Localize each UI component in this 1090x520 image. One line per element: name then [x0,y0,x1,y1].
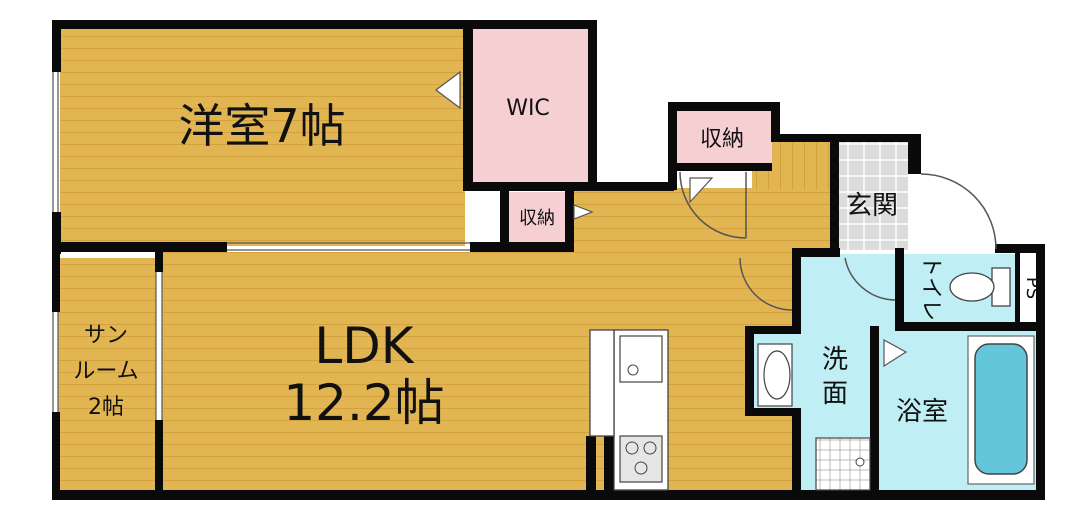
sunroom-label-line1: サン [84,323,128,348]
ldk-floor [162,252,792,490]
bedroom-storage-floor [508,192,566,242]
washroom-label-line2: 面 [822,379,848,409]
hall-storage-label: 収納 [700,127,744,152]
entrance-label: 玄関 [846,191,898,221]
hall-storage-floor [676,110,772,165]
wic-label: WIC [506,96,550,121]
sunroom-label-line2: ルーム [73,359,138,384]
sunroom-floor [58,258,156,490]
ldk-size-label: 12.2帖 [283,374,444,432]
ldk-label: LDK [314,317,414,375]
washbasin [757,343,793,407]
sunroom-label-line3: 2帖 [88,395,124,420]
wic-floor [472,28,588,183]
western-room-floor [60,28,465,246]
walls [52,20,1045,500]
doors [435,70,997,368]
bedroom-storage-label: 収納 [519,208,555,229]
bathroom-label: 浴室 [896,397,948,427]
bathtub [974,343,1028,475]
hall-floor [572,188,834,254]
entrance-floor [838,140,908,250]
windows [52,72,470,420]
toilet-fixture [949,267,1011,307]
washroom-label-line1: 洗 [822,345,848,375]
western-room-label: 洋室7帖 [178,99,345,153]
washer-pan [815,437,871,491]
toilet-label: トイレ [918,255,943,321]
ps-label: PS [1022,277,1043,299]
kitchen-counter [589,329,669,491]
